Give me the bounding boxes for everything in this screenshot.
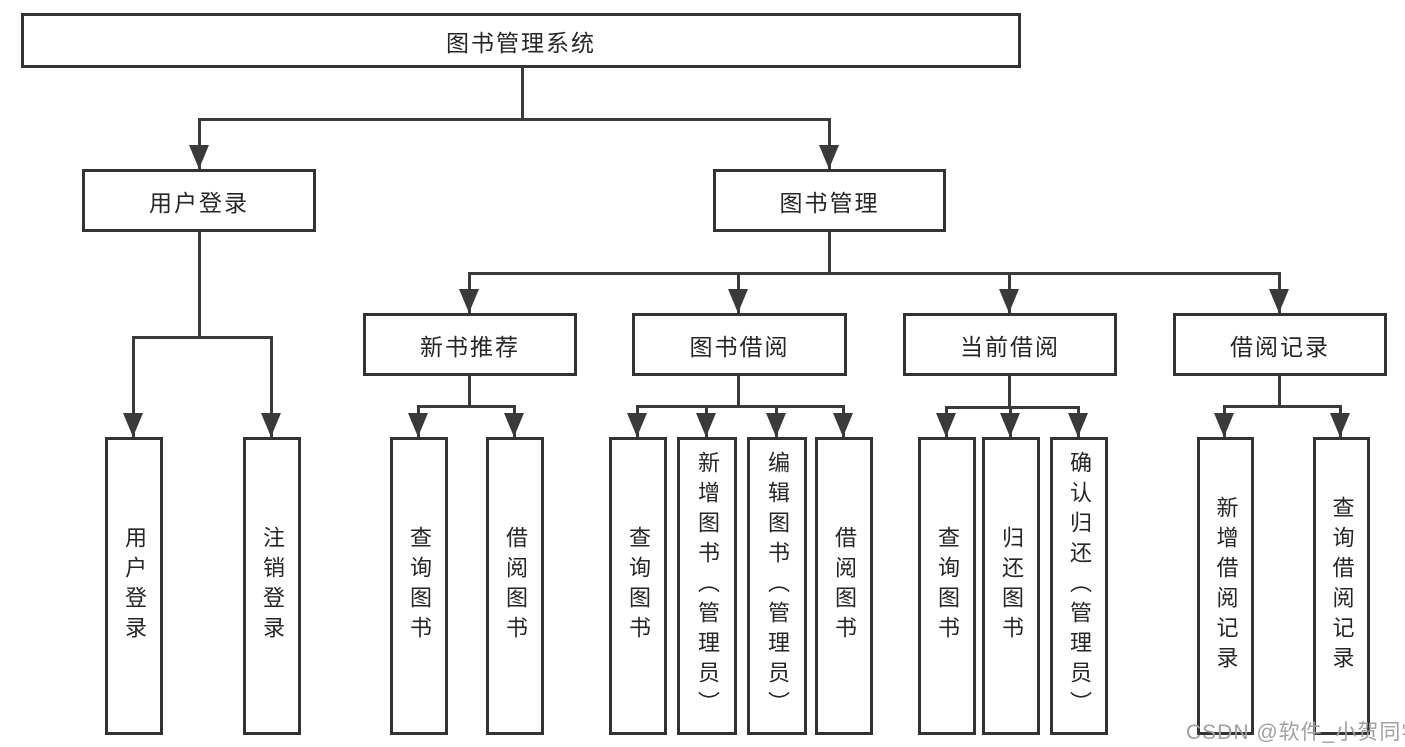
connector xyxy=(636,405,845,408)
arrowhead-down-icon xyxy=(459,289,479,313)
connector xyxy=(737,376,740,405)
arrowhead-down-icon xyxy=(1068,413,1088,437)
node-book-management: 图书管理 xyxy=(713,169,946,232)
connector xyxy=(198,118,201,169)
connector xyxy=(468,272,1281,275)
leaf-add-borrow-record: 新增借阅记录 xyxy=(1197,437,1254,735)
leaf-label: 注销登录 xyxy=(260,526,285,646)
leaf-label: 查询图书 xyxy=(626,526,651,646)
leaf-label: 查询图书 xyxy=(407,526,432,646)
arrowhead-down-icon xyxy=(696,413,716,437)
leaf-query-books-2: 查询图书 xyxy=(609,437,667,735)
arrowhead-down-icon xyxy=(504,413,524,437)
leaf-label: 借阅图书 xyxy=(832,526,857,646)
leaf-query-borrow-record: 查询借阅记录 xyxy=(1313,437,1370,735)
arrowhead-down-icon xyxy=(766,413,786,437)
leaf-borrow-books-2: 借阅图书 xyxy=(815,437,873,735)
leaf-query-books-3: 查询图书 xyxy=(918,437,976,735)
leaf-label: 编辑图书（管理员） xyxy=(765,451,790,721)
connector xyxy=(521,68,524,118)
connector xyxy=(828,118,831,169)
leaf-label: 用户登录 xyxy=(122,526,147,646)
leaf-edit-book-admin: 编辑图书（管理员） xyxy=(747,437,807,735)
leaf-user-login: 用户登录 xyxy=(105,437,163,735)
connector xyxy=(132,336,135,437)
connector xyxy=(270,336,273,437)
leaf-confirm-return-admin: 确认归还（管理员） xyxy=(1050,437,1108,735)
arrowhead-down-icon xyxy=(819,145,839,169)
watermark: CSDN @软件_小贺同学 xyxy=(1186,721,1405,744)
leaf-label: 确认归还（管理员） xyxy=(1067,451,1092,721)
leaf-label: 新增借阅记录 xyxy=(1213,496,1239,676)
arrowhead-down-icon xyxy=(936,413,956,437)
arrowhead-down-icon xyxy=(728,289,748,313)
connector xyxy=(198,118,831,121)
arrowhead-down-icon xyxy=(189,145,209,169)
node-book-borrow: 图书借阅 xyxy=(632,313,847,376)
connector xyxy=(1223,405,1342,408)
arrowhead-down-icon xyxy=(1214,413,1234,437)
arrowhead-down-icon xyxy=(999,289,1019,313)
leaf-query-books-1: 查询图书 xyxy=(390,437,448,735)
node-new-book-recommend: 新书推荐 xyxy=(363,313,577,376)
arrowhead-down-icon xyxy=(1269,289,1289,313)
node-root: 图书管理系统 xyxy=(21,13,1021,68)
arrowhead-down-icon xyxy=(833,413,853,437)
leaf-borrow-books-1: 借阅图书 xyxy=(486,437,544,735)
leaf-label: 新增图书（管理员） xyxy=(695,451,720,721)
leaf-label: 归还图书 xyxy=(999,526,1024,646)
leaf-label: 借阅图书 xyxy=(503,526,528,646)
leaf-return-book: 归还图书 xyxy=(982,437,1040,735)
connector xyxy=(198,232,201,336)
leaf-add-book-admin: 新增图书（管理员） xyxy=(677,437,737,735)
connector xyxy=(468,376,471,405)
leaf-logout: 注销登录 xyxy=(243,437,301,735)
node-borrow-records: 借阅记录 xyxy=(1173,313,1387,376)
connector xyxy=(132,336,273,339)
arrowhead-down-icon xyxy=(1330,413,1350,437)
leaf-label: 查询图书 xyxy=(935,526,960,646)
connector xyxy=(828,232,831,272)
connector xyxy=(945,406,1080,409)
node-user-login: 用户登录 xyxy=(82,169,316,232)
connector xyxy=(417,405,516,408)
arrowhead-down-icon xyxy=(123,413,143,437)
arrowhead-down-icon xyxy=(261,413,281,437)
arrowhead-down-icon xyxy=(627,413,647,437)
arrowhead-down-icon xyxy=(408,413,428,437)
arrowhead-down-icon xyxy=(1000,413,1020,437)
connector xyxy=(1278,376,1281,405)
node-current-borrow: 当前借阅 xyxy=(903,313,1117,376)
leaf-label: 查询借阅记录 xyxy=(1329,496,1355,676)
connector xyxy=(1008,376,1011,406)
